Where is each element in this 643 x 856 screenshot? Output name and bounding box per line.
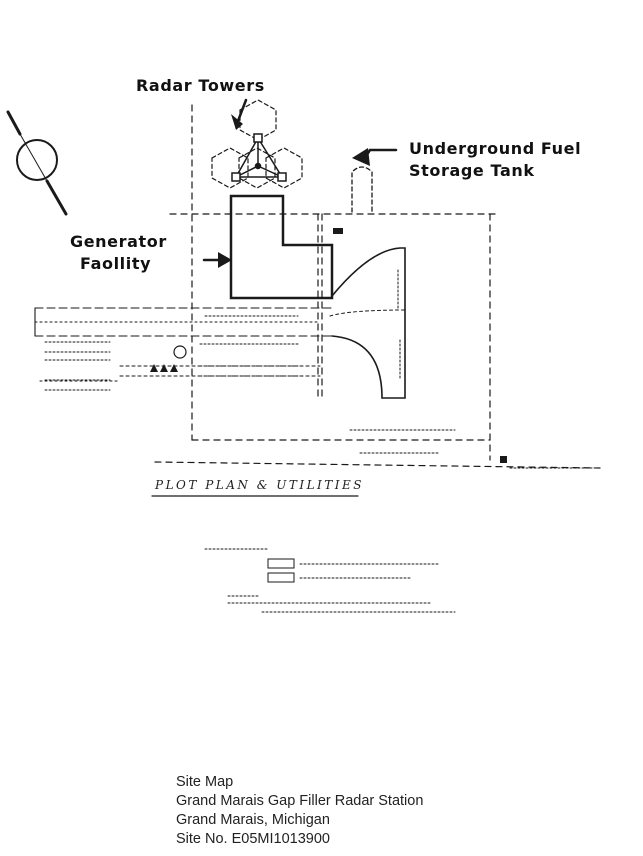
road-curve — [331, 247, 406, 399]
radar-triangle — [231, 133, 287, 182]
fuel-tank-label: Underground Fuel Storage Tank — [409, 138, 581, 182]
radar-towers-symbol — [211, 99, 303, 189]
site-caption: Site Map Grand Marais Gap Filler Radar S… — [176, 773, 423, 849]
legend-block — [204, 548, 456, 613]
caption-line-1: Site Map — [176, 774, 234, 790]
fuel-tank-label-line2: Storage Tank — [409, 161, 535, 180]
generator-label-line1: Generator — [70, 232, 167, 251]
drawing-annotations — [44, 269, 596, 469]
fuel-tank-arrow — [352, 148, 398, 166]
radar-arrow — [231, 98, 248, 130]
caption-line-4: Site No. E05MI1013900 — [176, 831, 330, 847]
access-road — [34, 307, 336, 382]
fuel-tank-label-line1: Underground Fuel — [409, 139, 582, 158]
generator-facility-label: Generator Faollity — [70, 231, 167, 275]
radar-towers-label: Radar Towers — [136, 76, 265, 95]
north-arrow-icon — [6, 110, 68, 216]
utility-markers — [150, 228, 507, 463]
caption-line-3: Grand Marais, Michigan — [176, 812, 330, 828]
generator-facility-building — [229, 194, 334, 300]
caption-line-2: Grand Marais Gap Filler Radar Station — [176, 793, 424, 809]
generator-label-line2: Faollity — [80, 254, 152, 273]
generator-arrow — [202, 252, 232, 268]
fuel-tank-symbol — [351, 166, 373, 213]
property-lines — [154, 104, 601, 469]
plot-plan-title: PLOT PLAN & UTILITIES — [155, 478, 365, 492]
